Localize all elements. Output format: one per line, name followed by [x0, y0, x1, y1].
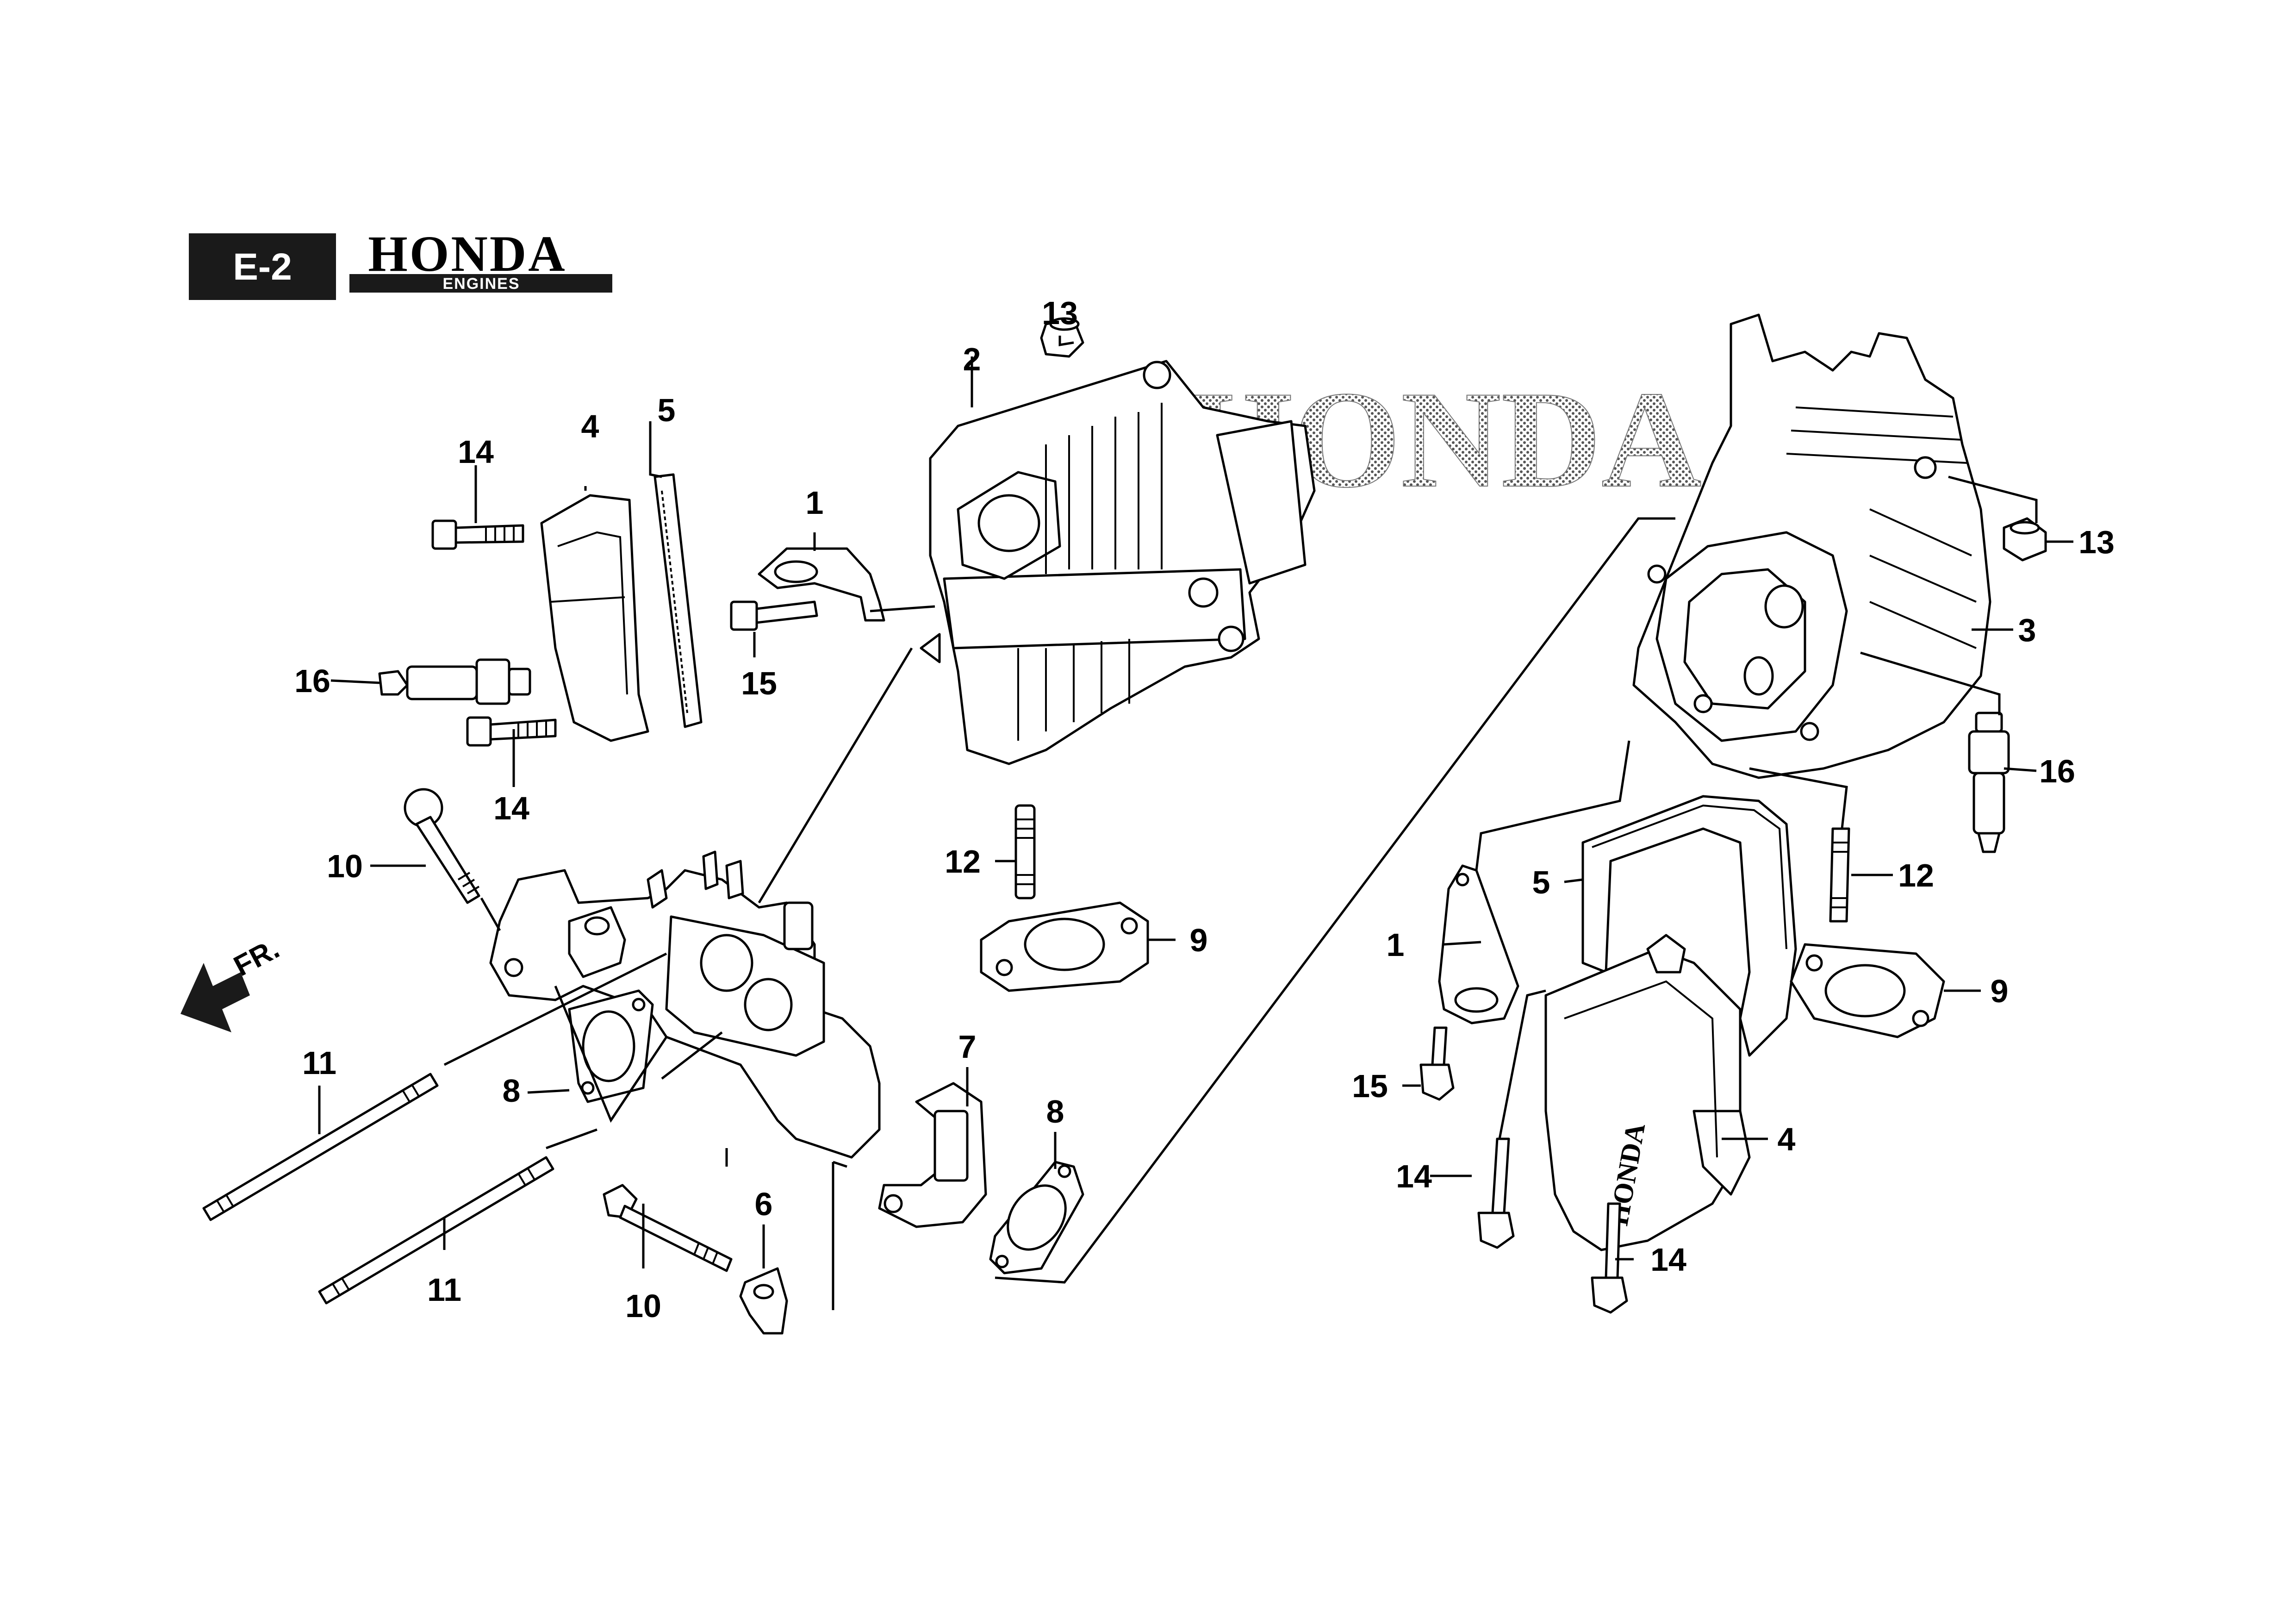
insulator-gasket-left [568, 989, 654, 1103]
callout-7: 7 [958, 1029, 977, 1065]
flange-nut-13-top [1040, 317, 1084, 358]
callout-10-top: 10 [327, 848, 363, 884]
callout-15-left: 15 [741, 665, 777, 701]
stay-bracket-left [758, 547, 885, 622]
stud-bolt-10-bottom [603, 1184, 733, 1272]
brand-name: HONDA [368, 225, 566, 282]
callout-5-left: 5 [658, 392, 676, 428]
callout-12-left: 12 [945, 843, 981, 880]
head-cover-right: HONDA [1544, 934, 1751, 1251]
stud-bolt-12-left [1014, 804, 1036, 899]
callout-14-mid: 14 [493, 790, 529, 826]
callout-16-right: 16 [2039, 753, 2075, 789]
insulator-gasket-right [989, 1161, 1084, 1274]
brand-subtitle: ENGINES [442, 275, 520, 293]
flange-nut-13-right [2003, 517, 2047, 562]
callout-8-left: 8 [503, 1073, 521, 1109]
callout-1-right: 1 [1387, 927, 1405, 963]
cylinder-head-assembly [920, 360, 1316, 765]
callout-6: 6 [755, 1186, 773, 1222]
cylinder-head-rear-view [1632, 313, 1991, 779]
callout-13-right: 13 [2078, 524, 2115, 560]
flange-bolt-14-right-b [1591, 1202, 1628, 1314]
callout-11-top: 11 [302, 1045, 336, 1081]
callout-9-left: 9 [1190, 922, 1208, 958]
spark-plug-right [1968, 712, 2010, 853]
flange-bolt-15-left [730, 600, 818, 631]
callout-12-right: 12 [1898, 857, 1934, 893]
clip-6 [739, 1267, 788, 1335]
stud-bolt-12-right [1829, 827, 1850, 923]
section-code: E-2 [233, 246, 292, 288]
callout-16-left: 16 [294, 663, 330, 699]
spark-plug-left [378, 658, 531, 705]
callout-10-bottom: 10 [625, 1288, 661, 1324]
callout-3: 3 [2018, 612, 2036, 648]
exhaust-gasket-left [980, 901, 1149, 992]
callout-11-bottom: 11 [427, 1272, 461, 1308]
intake-manifold-assembly [489, 850, 881, 1159]
callout-8-right: 8 [1046, 1093, 1064, 1130]
through-stud-11-top [202, 1073, 439, 1221]
front-direction-indicator: FR. [180, 933, 285, 1032]
callout-4-right: 4 [1778, 1121, 1796, 1157]
callout-5-right: 5 [1532, 864, 1550, 900]
callout-9-right: 9 [1991, 973, 2009, 1009]
callout-14-top: 14 [458, 434, 494, 470]
section-badge: E-2 [189, 233, 336, 300]
manifold-bracket [878, 1082, 987, 1228]
callout-2: 2 [963, 341, 981, 377]
callout-14-right-b: 14 [1650, 1242, 1686, 1278]
stud-bolt-10-top [404, 788, 480, 904]
callout-15-right: 15 [1352, 1068, 1388, 1104]
leader-lines [318, 336, 2073, 1310]
flange-bolt-14-top-left [431, 519, 524, 550]
flange-bolt-14-bottom-left [466, 716, 557, 747]
callout-13-top: 13 [1042, 295, 1078, 331]
honda-engines-logo: HONDA ENGINES [349, 225, 612, 293]
exhaust-gasket-right [1790, 943, 1945, 1038]
callout-numbers: 14 4 5 13 2 1 15 16 14 10 12 9 11 8 7 8 … [294, 295, 2115, 1324]
through-stud-11-bottom [318, 1156, 554, 1305]
callout-4-left: 4 [581, 408, 599, 444]
callout-14-right-a: 14 [1396, 1158, 1432, 1194]
head-cover-gasket-left [653, 473, 703, 728]
callout-1-left: 1 [806, 485, 824, 521]
stay-bracket-right [1438, 864, 1519, 1024]
head-cover-left [540, 494, 649, 742]
flange-bolt-15-right [1419, 1026, 1455, 1101]
flange-bolt-14-right-a [1477, 1137, 1515, 1249]
